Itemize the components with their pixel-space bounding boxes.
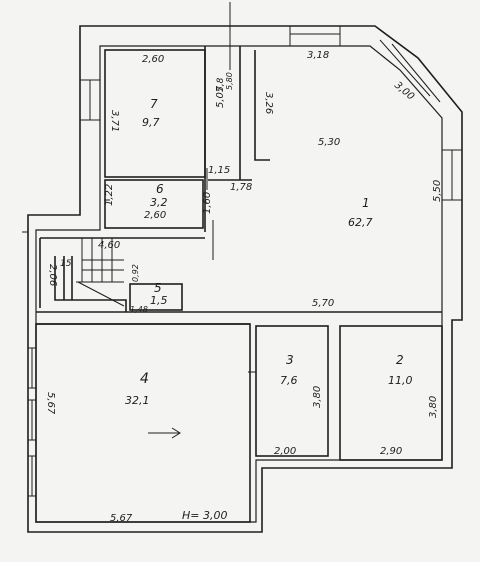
room-3-number: 3 (286, 353, 294, 367)
dim-room1-width: 5,30 (318, 137, 340, 148)
dim-left-room7: 3,71 (109, 110, 120, 132)
dim-top-room1: 3,18 (307, 50, 329, 61)
dim-room6-height: 1,22 (104, 184, 115, 206)
room-5-area: 1,5 (150, 294, 168, 307)
dim-small-2: 1,78 (230, 182, 252, 193)
room-7-number: 7 (150, 97, 158, 111)
dim-stair-small: 0,92 (131, 264, 140, 282)
dim-mid-width: 5,70 (312, 298, 334, 309)
room-6-area: 3,2 (150, 196, 168, 209)
dim-diagonal: 3,00 (392, 80, 416, 103)
tick-marks (22, 2, 256, 373)
room-5-number: 5 (154, 281, 162, 295)
dim-room1-height: 5,50 (432, 180, 443, 202)
dim-room3-height: 3,80 (312, 386, 323, 408)
dim-room2-width: 2,90 (380, 446, 402, 457)
room-1-number: 1 (362, 196, 370, 210)
dim-room4-width: 5,67 (110, 513, 133, 524)
room-2-outline (339, 325, 443, 461)
dim-room7-right-a: 5,07 (215, 85, 226, 108)
dim-room1-left: 3,26 (263, 92, 274, 114)
room-3-outline (255, 325, 329, 457)
dim-stair-height: 2,06 (47, 264, 58, 286)
outer-wall-inner (35, 45, 443, 523)
windows (28, 26, 462, 497)
stair-walls (39, 237, 205, 312)
room-4-number: 4 (140, 371, 149, 387)
dim-room6-width: 2,60 (144, 210, 166, 221)
dim-small-1: 1,15 (208, 165, 230, 176)
dim-corridor-h: 1,60 (202, 192, 213, 214)
room-6-number: 6 (156, 182, 164, 196)
room-7-area: 9,7 (142, 116, 160, 129)
room-5-outline (129, 283, 183, 311)
diagonal-window (379, 39, 441, 103)
room-3-area: 7,6 (280, 374, 298, 387)
room-1-area: 62,7 (348, 216, 373, 229)
dim-room2-height: 3,80 (428, 396, 439, 418)
corridor-walls (204, 46, 270, 232)
dim-room7-right-c: 5,80 (225, 72, 234, 90)
room-4-area: 32,1 (125, 394, 150, 407)
outer-wall (27, 25, 463, 533)
dim-room5-width: 1,48 (130, 305, 148, 314)
dim-room3-width: 2,00 (274, 446, 296, 457)
middle-wall (36, 311, 442, 325)
ceiling-height: H= 3,00 (182, 509, 227, 522)
room-2-area: 11,0 (388, 374, 413, 387)
dim-room4-height: 5,67 (45, 392, 56, 415)
room-2-number: 2 (396, 353, 404, 367)
dim-top-room7: 2,60 (142, 54, 164, 65)
room-4-outline (35, 323, 251, 523)
stair-marker: 15 (60, 259, 72, 269)
entrance-arrow (148, 427, 181, 439)
dim-room7-right-b: 5,8 (216, 77, 226, 92)
walls (22, 2, 463, 533)
dim-stair-width: 4,60 (98, 240, 120, 251)
room-6-outline (104, 179, 204, 229)
stair-treads (76, 238, 125, 307)
